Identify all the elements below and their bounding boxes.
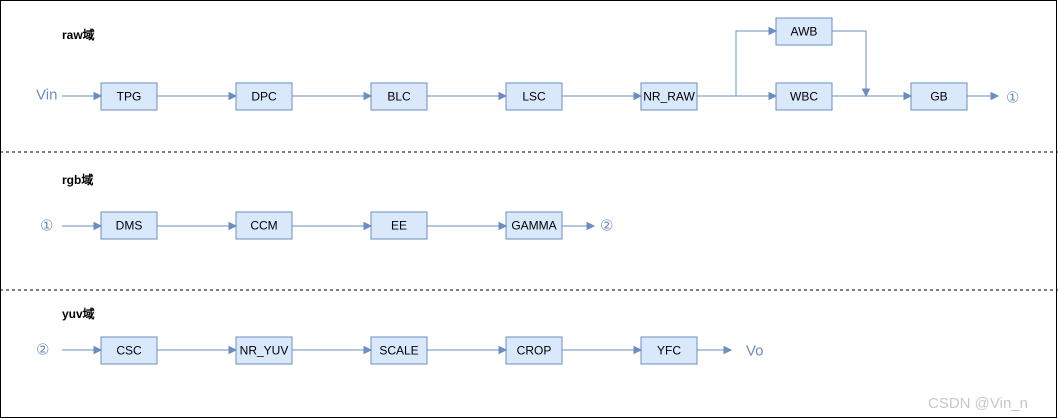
block-dms: DMS — [100, 211, 158, 240]
block-gb: GB — [910, 82, 968, 111]
block-lsc-label: LSC — [522, 90, 546, 104]
block-tpg: TPG — [100, 82, 158, 111]
block-nr-yuv: NR_YUV — [235, 336, 293, 365]
block-crop-label: CROP — [517, 344, 552, 358]
watermark: CSDN @Vin_n — [928, 395, 1028, 412]
block-scale-label: SCALE — [379, 344, 418, 358]
raw-input-label: Vin — [36, 87, 57, 104]
block-nr-yuv-label: NR_YUV — [240, 344, 289, 358]
block-ee-label: EE — [391, 219, 407, 233]
block-dms-label: DMS — [116, 219, 143, 233]
block-tpg-label: TPG — [117, 90, 142, 104]
block-blc-label: BLC — [387, 90, 411, 104]
yuv-section-label: yuv域 — [62, 306, 95, 321]
block-scale: SCALE — [370, 336, 428, 365]
rgb-connectors — [62, 221, 596, 231]
block-wbc: WBC — [775, 82, 833, 111]
block-yfc: YFC — [640, 336, 698, 365]
block-ccm-label: CCM — [250, 219, 277, 233]
block-nr-raw: NR_RAW — [640, 82, 698, 111]
block-nr-raw-label: NR_RAW — [643, 90, 695, 104]
raw-section-label: raw域 — [62, 27, 95, 42]
raw-connectors — [62, 26, 1000, 101]
block-gamma: GAMMA — [505, 211, 563, 240]
block-awb-label: AWB — [791, 25, 818, 39]
yuv-output-label: Vo — [746, 343, 764, 360]
yuv-input-label: ② — [36, 342, 49, 359]
rgb-input-label: ① — [40, 218, 53, 235]
block-ee: EE — [370, 211, 428, 240]
block-yfc-label: YFC — [657, 344, 681, 358]
block-crop: CROP — [505, 336, 563, 365]
block-dpc-label: DPC — [251, 90, 277, 104]
block-wbc-label: WBC — [790, 90, 818, 104]
yuv-connectors — [62, 345, 733, 355]
block-csc: CSC — [100, 336, 158, 365]
block-lsc: LSC — [505, 82, 563, 111]
block-csc-label: CSC — [116, 344, 142, 358]
block-blc: BLC — [370, 82, 428, 111]
block-awb: AWB — [775, 17, 833, 46]
block-dpc: DPC — [235, 82, 293, 111]
block-gb-label: GB — [930, 90, 947, 104]
rgb-output-label: ② — [600, 218, 613, 235]
raw-output-label: ① — [1006, 90, 1019, 107]
rgb-section-label: rgb域 — [62, 172, 93, 187]
block-gamma-label: GAMMA — [511, 219, 556, 233]
block-ccm: CCM — [235, 211, 293, 240]
